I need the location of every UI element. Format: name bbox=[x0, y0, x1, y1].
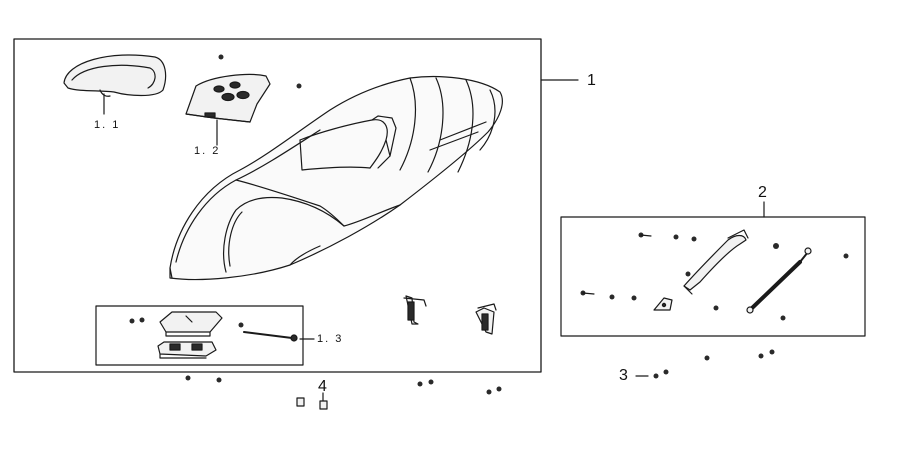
seat-latch-part-right bbox=[475, 303, 497, 335]
seat-latch-part-left bbox=[403, 295, 427, 325]
backrest-pad-part bbox=[63, 54, 167, 115]
part-4-fasteners bbox=[296, 392, 328, 410]
grab-handle-part bbox=[683, 229, 749, 295]
callout-2-label: 2 bbox=[758, 184, 767, 201]
hinge-kit-frame bbox=[95, 305, 304, 366]
hinge-pin bbox=[243, 331, 298, 342]
strut-bracket-part bbox=[653, 297, 673, 311]
callout-1-1-label: 1. 1 bbox=[94, 119, 121, 131]
assembly-2-fasteners bbox=[580, 232, 849, 321]
assembly-2-bolts bbox=[582, 234, 652, 295]
loose-fasteners-row bbox=[185, 375, 502, 395]
callout-1-3-label: 1. 3 bbox=[317, 333, 344, 345]
gas-strut-part bbox=[746, 247, 812, 314]
assembly-2-frame bbox=[560, 216, 866, 337]
callout-1-label: 1 bbox=[587, 72, 596, 89]
callout-1-2-label: 1. 2 bbox=[194, 145, 221, 157]
seat-bracket-part bbox=[185, 73, 271, 146]
callout-4-label: 4 bbox=[318, 378, 327, 395]
frame-1-small-fasteners bbox=[218, 54, 302, 89]
hinge-plate-upper bbox=[159, 311, 223, 337]
hinge-plate-lower bbox=[157, 341, 217, 359]
hinge-kit-nuts bbox=[129, 317, 244, 328]
assembly-1-frame bbox=[13, 38, 542, 373]
lower-right-fasteners bbox=[653, 349, 775, 379]
callout-3-label: 3 bbox=[619, 367, 628, 384]
seat-assembly-part bbox=[169, 75, 503, 281]
